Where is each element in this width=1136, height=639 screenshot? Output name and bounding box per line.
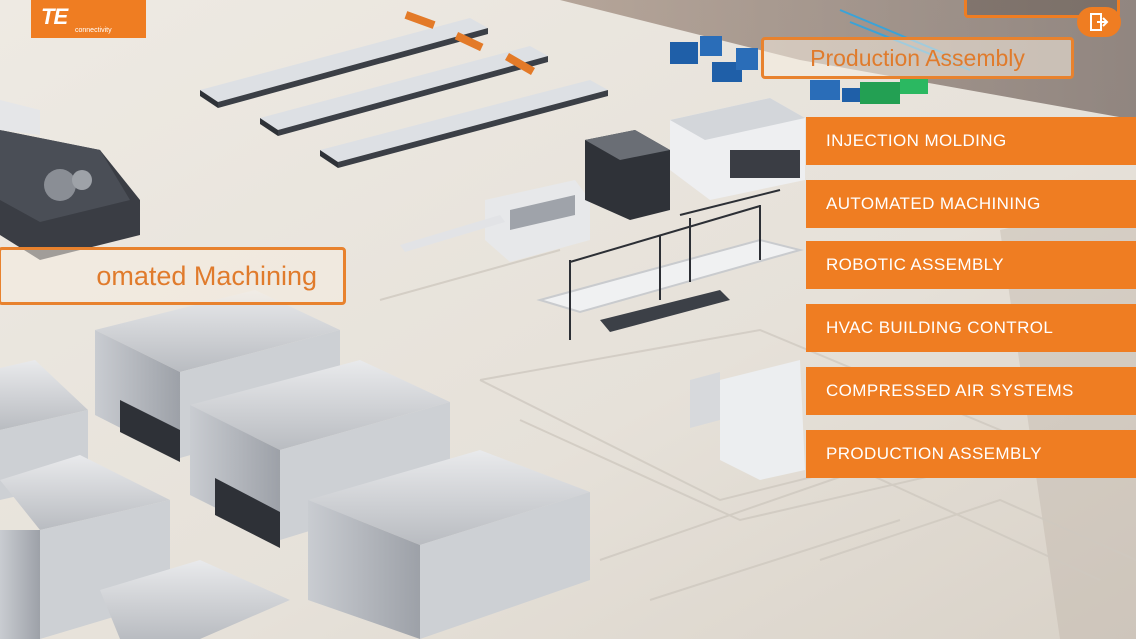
inspection-station [690,360,805,480]
workbenches [536,189,804,340]
menu-item-injection-molding[interactable]: INJECTION MOLDING [806,117,1136,165]
compressed-air-units [670,36,862,102]
exit-button[interactable] [1077,7,1121,37]
smt-production-line [400,98,805,262]
conveyor-belts [200,11,608,168]
logo-subtitle: connectivity [75,27,112,34]
scene-label-production-assembly[interactable]: Production Assembly [761,37,1074,79]
te-connectivity-logo: TE connectivity [31,0,146,38]
exit-icon [1090,13,1109,31]
menu-item-compressed-air-systems[interactable]: COMPRESSED AIR SYSTEMS [806,367,1136,415]
menu-item-production-assembly[interactable]: PRODUCTION ASSEMBLY [806,430,1136,478]
menu-item-hvac-building-control[interactable]: HVAC BUILDING CONTROL [806,304,1136,352]
scene-label-automated-machining-text: omated Machining [96,261,317,291]
injection-molding-machine [0,100,140,260]
menu-item-robotic-assembly[interactable]: ROBOTIC ASSEMBLY [806,241,1136,289]
menu-item-automated-machining[interactable]: AUTOMATED MACHINING [806,180,1136,228]
logo-mark: TE [41,4,68,29]
scene-label-automated-machining[interactable]: omated Machining [0,247,346,305]
cnc-machines [0,290,590,639]
